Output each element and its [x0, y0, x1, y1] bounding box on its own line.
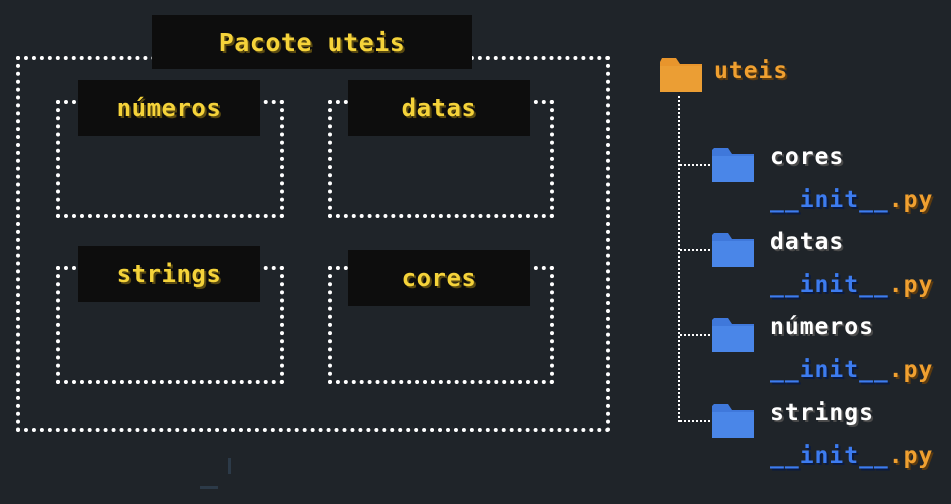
folder-icon — [712, 231, 754, 267]
tree-folder-name: strings — [770, 400, 874, 426]
tree-branch-line — [680, 420, 710, 422]
tree-branch-line — [680, 249, 710, 251]
folder-icon — [712, 146, 754, 182]
folder-icon — [712, 402, 754, 438]
tree-file-name: __init__.py — [770, 357, 933, 383]
file-ext: .py — [888, 272, 934, 298]
file-ext: .py — [888, 443, 934, 469]
tree-file-name: __init__.py — [770, 443, 933, 469]
file-stem: __init__ — [770, 272, 889, 298]
tree-branch-line — [680, 334, 710, 336]
file-ext: .py — [888, 187, 934, 213]
file-stem: __init__ — [770, 357, 889, 383]
module-label-datas: datas — [348, 80, 530, 136]
file-stem: __init__ — [770, 187, 889, 213]
root-folder-name: uteis — [714, 58, 789, 84]
module-label-strings: strings — [78, 246, 260, 302]
cursor-mark — [228, 458, 231, 474]
tree-folder-name: números — [770, 314, 874, 340]
file-ext: .py — [888, 357, 934, 383]
cursor-underline — [200, 486, 218, 489]
module-label-cores: cores — [348, 250, 530, 306]
tree-folder-name: cores — [770, 144, 845, 170]
file-stem: __init__ — [770, 443, 889, 469]
folder-icon — [660, 56, 702, 92]
tree-trunk-line — [678, 96, 680, 422]
tree-file-name: __init__.py — [770, 272, 933, 298]
tree-folder-name: datas — [770, 229, 845, 255]
package-title: Pacote uteis — [152, 15, 472, 69]
module-label-numeros: números — [78, 80, 260, 136]
tree-branch-line — [680, 164, 710, 166]
folder-icon — [712, 316, 754, 352]
tree-file-name: __init__.py — [770, 187, 933, 213]
